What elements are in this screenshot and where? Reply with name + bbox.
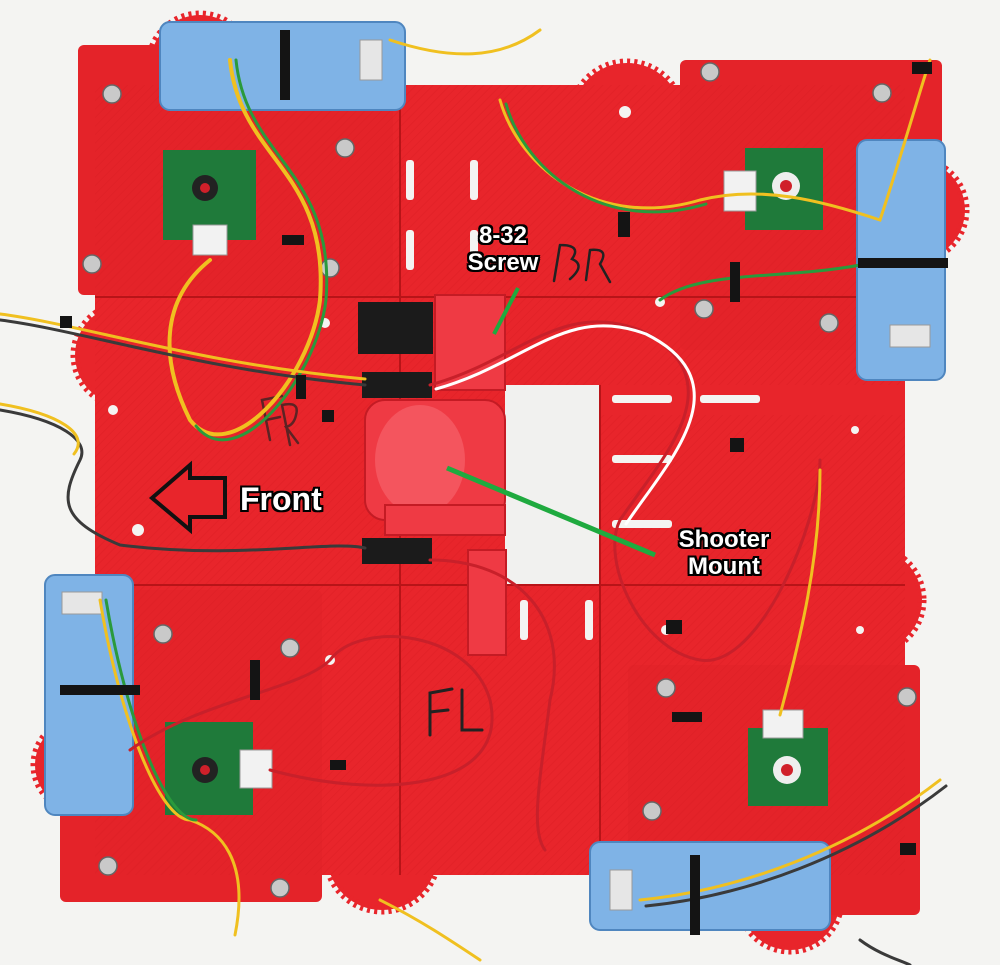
shooter-annotation-line1: Shooter (678, 526, 770, 553)
screw-annotation-line1: 8-32 (478, 222, 528, 249)
marking-fl-bottom (428, 687, 484, 737)
front-annotation: Front (240, 481, 322, 517)
sensor-boards (163, 148, 828, 815)
arrow-left-outline-icon (148, 460, 227, 535)
cable-ties (60, 30, 948, 935)
chassis-cutout (505, 385, 600, 585)
shooter-mount (364, 294, 507, 656)
sensor-board-bottom-left (165, 722, 273, 815)
slots (406, 160, 760, 640)
pointer-shooter (446, 465, 656, 558)
screw-annotation-line2: Screw (467, 249, 539, 276)
screw-annotation: 8-32 Screw (448, 222, 558, 276)
motor-bottom (589, 841, 831, 931)
sensor-board-top-right (723, 148, 823, 230)
motor-connectors (61, 39, 931, 911)
marking-br-top (552, 243, 612, 284)
shooter-annotation: Shooter Mount (650, 526, 798, 580)
shooter-annotation-line2: Mount (688, 553, 760, 580)
header-connectors (358, 302, 433, 564)
sensor-board-bottom-right (748, 709, 828, 806)
sensor-board-top-left (163, 150, 256, 256)
pointer-screw (492, 287, 520, 335)
holes (108, 106, 864, 665)
